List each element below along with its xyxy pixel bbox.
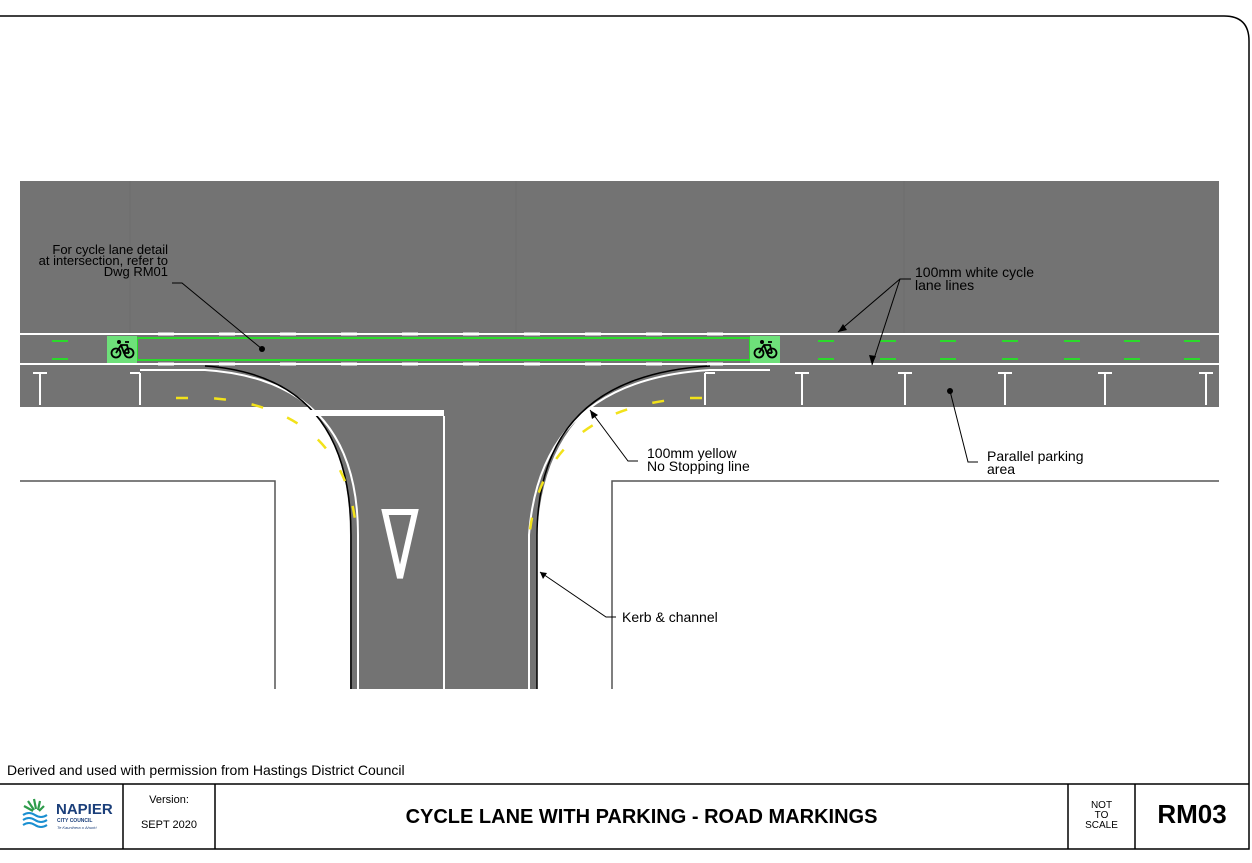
logo-name: NAPIER [56, 801, 113, 818]
side-road [205, 365, 710, 689]
bicycle-symbol-icon [107, 336, 137, 363]
kerb-and-channel [140, 365, 770, 689]
annotation-arrowheads [259, 324, 953, 579]
property-boundaries [20, 480, 1219, 689]
parking-bay-markers [33, 372, 1213, 405]
title-block [0, 783, 1249, 849]
bicycle-symbol-icon [750, 336, 780, 363]
scale-note: NOT TO SCALE [1085, 800, 1118, 831]
note-white-cycle-lane-lines: 100mm white cycle lane lines [915, 264, 1035, 293]
cycle-lane-green-dashes [52, 340, 1200, 360]
napier-logo-icon [22, 798, 48, 828]
panel-seams [129, 181, 905, 335]
note-kerb-and-channel: Kerb & channel [622, 609, 718, 625]
drawing-title: CYCLE LANE WITH PARKING - ROAD MARKINGS [405, 806, 878, 828]
version-label: Version: [149, 794, 189, 806]
no-stopping-yellow-line [176, 396, 702, 541]
logo-sub: CITY COUNCIL [57, 818, 93, 824]
give-way-triangle-icon [381, 509, 419, 579]
intersection-white-dashes [158, 332, 723, 366]
note-parallel-parking-area: Parallel parking area [987, 448, 1084, 477]
version-value: SEPT 2020 [140, 819, 198, 831]
credit-note: Derived and used with permission from Ha… [7, 762, 405, 778]
logo-tagline: Te Kaunihera o Ahuriri [57, 825, 97, 830]
drawing-number: RM03 [1157, 799, 1227, 829]
note-yellow-no-stopping-line: 100mm yellow No Stopping line [647, 445, 750, 474]
limit-line [306, 410, 444, 416]
annotation-leaders [172, 278, 978, 618]
note-cycle-lane-detail: For cycle lane detail at intersection, r… [38, 242, 168, 279]
sheet-border [0, 15, 1250, 850]
